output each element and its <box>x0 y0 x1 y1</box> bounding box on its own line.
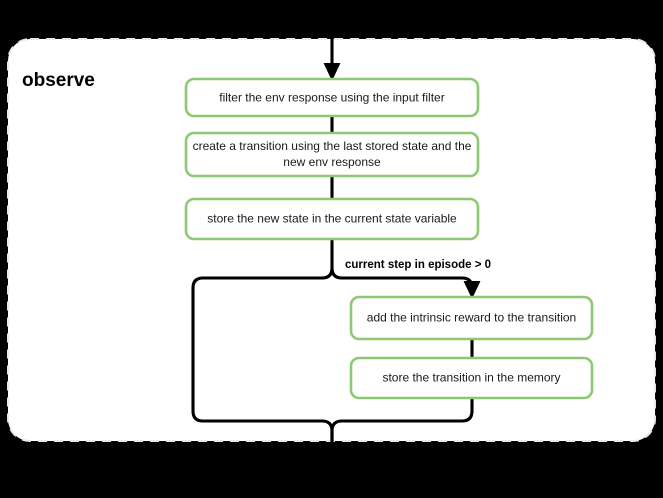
arrow-head-icon <box>323 63 341 81</box>
entry-edge <box>323 20 341 81</box>
branch-split-edge <box>191 239 481 444</box>
node-add-intrinsic-reward[interactable]: add the intrinsic reward to the transiti… <box>349 295 594 341</box>
node-label: store the transition in the memory <box>382 371 560 385</box>
node-store-new-state[interactable]: store the new state in the current state… <box>184 197 480 241</box>
node-label-line-2: new env response <box>283 155 381 169</box>
node-label: store the new state in the current state… <box>207 212 457 226</box>
arrow-head-icon <box>463 281 481 299</box>
node-label-line-1: create a transition using the last store… <box>193 139 472 153</box>
node-label: add the intrinsic reward to the transiti… <box>367 311 576 325</box>
right-branch-return-edge <box>330 398 474 444</box>
node-create-transition[interactable]: create a transition using the last store… <box>184 131 480 178</box>
edge-label-condition: current step in episode > 0 <box>345 259 491 271</box>
node-label: filter the env response using the input … <box>219 91 444 105</box>
node-filter-env-response[interactable]: filter the env response using the input … <box>184 77 480 118</box>
node-store-transition-memory[interactable]: store the transition in the memory <box>349 356 594 400</box>
page-title: observe <box>22 70 95 91</box>
